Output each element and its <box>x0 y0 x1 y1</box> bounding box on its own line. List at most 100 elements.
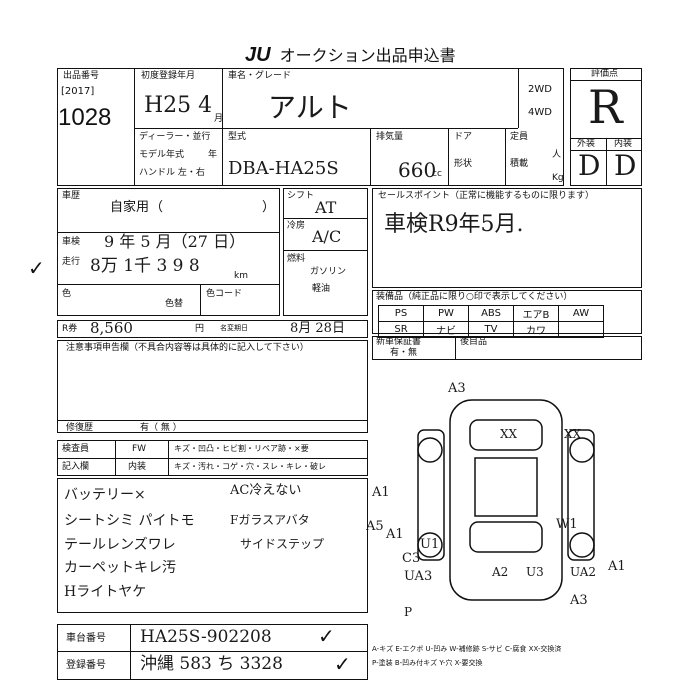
name-change-date: 8月 28日 <box>290 321 345 336</box>
drive-4wd: 4WD <box>528 107 552 118</box>
first-reg-month-unit: 月 <box>214 114 224 124</box>
header: JU オークション出品申込書 <box>245 42 456 67</box>
eq-empty <box>558 321 604 338</box>
inspection-label: 車検 <box>62 237 81 247</box>
first-reg-label: 初度登録年月 <box>141 71 196 81</box>
mileage-unit: km <box>234 271 248 281</box>
load-label: 積載 <box>510 159 529 169</box>
color-label: 色 <box>62 289 72 299</box>
newcar-box <box>372 336 642 360</box>
other-label: 後目品 <box>460 337 488 347</box>
front-right-wheel <box>569 437 595 463</box>
equipment-label: 装備品（純正品に限り○印で表示してください） <box>376 292 573 302</box>
ju-logo: JU <box>245 44 271 66</box>
new-car-label: 新車保証書 <box>376 337 422 347</box>
int-label: 内装 <box>614 139 633 149</box>
type-label: 型式 <box>228 132 247 142</box>
inspector-label-1: 検査員 <box>62 444 90 454</box>
note-5: Hライトヤケ <box>64 584 147 600</box>
eq-ps: PS <box>378 305 424 322</box>
chassis-label: 車台番号 <box>66 633 106 644</box>
legend-row-1: A-キズ E-エクボ U-凹み W-補修跡 S-サビ C-腐食 XX-交換済 <box>372 645 562 653</box>
fuel-diesel: 軽油 <box>312 284 331 294</box>
ac-value: A/C <box>312 227 342 246</box>
eq-abs: ABS <box>468 305 514 322</box>
mark-a2: A2 <box>492 565 509 579</box>
inspector-label-2: 記入欄 <box>62 462 90 472</box>
repair-label: 修復歴 <box>66 423 94 433</box>
note-right-1: AC冷えない <box>230 483 302 498</box>
mark-a3-top: A3 <box>448 381 466 396</box>
car-name-label: 車名・グレード <box>228 71 292 81</box>
capacity-label: 定員 <box>510 132 529 142</box>
mark-a1-2: A1 <box>386 527 404 542</box>
ext-label: 外装 <box>577 139 596 149</box>
note-4: カーペットキレ汚 <box>64 560 176 576</box>
plate-label: 登録番号 <box>66 660 106 671</box>
history-box <box>57 188 280 316</box>
disp-label: 排気量 <box>376 132 404 142</box>
car-diagram <box>417 399 595 601</box>
car-windshield <box>469 419 543 451</box>
recycle-box <box>57 320 368 338</box>
note-right-3: サイドステップ <box>240 537 325 551</box>
rear-left-wheel <box>417 532 443 558</box>
car-body-outline <box>449 399 563 601</box>
history-label: 車歴 <box>62 191 81 201</box>
selling-value: 車検R9年5月. <box>384 212 524 237</box>
notes-label: 注意事項申告欄（不具合内容等は具体的に記入して下さい） <box>66 343 309 353</box>
handle-label: ハンドル 左・右 <box>139 168 205 178</box>
mileage-value: 8万 1千 3 9 8 <box>90 256 200 276</box>
color-code-label: 色コード <box>206 289 243 299</box>
chassis-value: HA25S-902208 <box>140 627 272 647</box>
note-3: テールレンズワレ <box>64 537 176 553</box>
name-change-label: 名変期日 <box>220 324 248 332</box>
dealer-label: ディーラー・並行 <box>139 132 211 142</box>
inspector-fw: FW <box>132 444 147 454</box>
repair-value: 有（ 無 ） <box>140 423 182 433</box>
fuel-label: 燃料 <box>287 254 306 264</box>
eq-leather: カワ <box>513 321 559 338</box>
capacity-unit: 人 <box>552 150 562 160</box>
mark-u3: U3 <box>526 565 544 579</box>
note-2: シートシミ パイトモ <box>64 513 195 529</box>
recycle-unit: 円 <box>195 324 205 334</box>
history-paren-close: ） <box>262 200 276 215</box>
eq-pw: PW <box>423 305 469 322</box>
chassis-box <box>57 624 368 680</box>
load-unit: Kg <box>552 173 564 183</box>
inspector-row1: キズ・凹凸・ヒビ割・リペア跡・×要 <box>174 444 309 453</box>
lot-year: [2017] <box>61 86 95 97</box>
mark-a5: A5 <box>366 519 384 534</box>
note-right-2: Fガラスアバタ <box>230 513 310 527</box>
check-mark-mileage: ✓ <box>28 256 45 280</box>
inspector-interior: 内装 <box>128 462 147 472</box>
lot-label: 出品番号 <box>63 71 100 81</box>
mark-ua3: UA3 <box>404 569 433 584</box>
inspection-value: 9 年 5 月（27 日） <box>104 232 246 251</box>
history-paren-open: （ <box>150 200 164 215</box>
legend-row-2: P-塗装 B-凹み付キズ Y-穴 X-要交換 <box>372 659 483 667</box>
ac-label: 冷房 <box>287 221 306 231</box>
car-right-side <box>567 429 595 561</box>
ext-value: D <box>578 149 601 182</box>
type-value: DBA-HA25S <box>228 158 339 179</box>
recycle-label: R券 <box>62 324 78 334</box>
score-label: 評価点 <box>591 69 619 79</box>
model-year-unit: 年 <box>208 150 218 160</box>
car-name-value: アルト <box>268 91 352 124</box>
eq-navi: ナビ <box>423 321 469 338</box>
equipment-table: PS PW ABS エアB AW SR ナビ TV カワ <box>378 305 604 338</box>
disp-value: 660 <box>398 158 437 182</box>
form-title: オークション出品申込書 <box>279 46 456 65</box>
mark-p: P <box>404 605 413 619</box>
shift-value: AT <box>315 198 337 217</box>
car-roof <box>474 457 538 517</box>
shift-label: シフト <box>287 191 315 201</box>
eq-aw: AW <box>558 305 604 322</box>
history-value: 自家用 <box>110 200 150 215</box>
model-year-label: モデル年式 <box>139 150 185 160</box>
disp-unit: cc <box>432 169 442 179</box>
note-1: バッテリー× <box>64 487 146 503</box>
selling-box <box>372 188 642 288</box>
